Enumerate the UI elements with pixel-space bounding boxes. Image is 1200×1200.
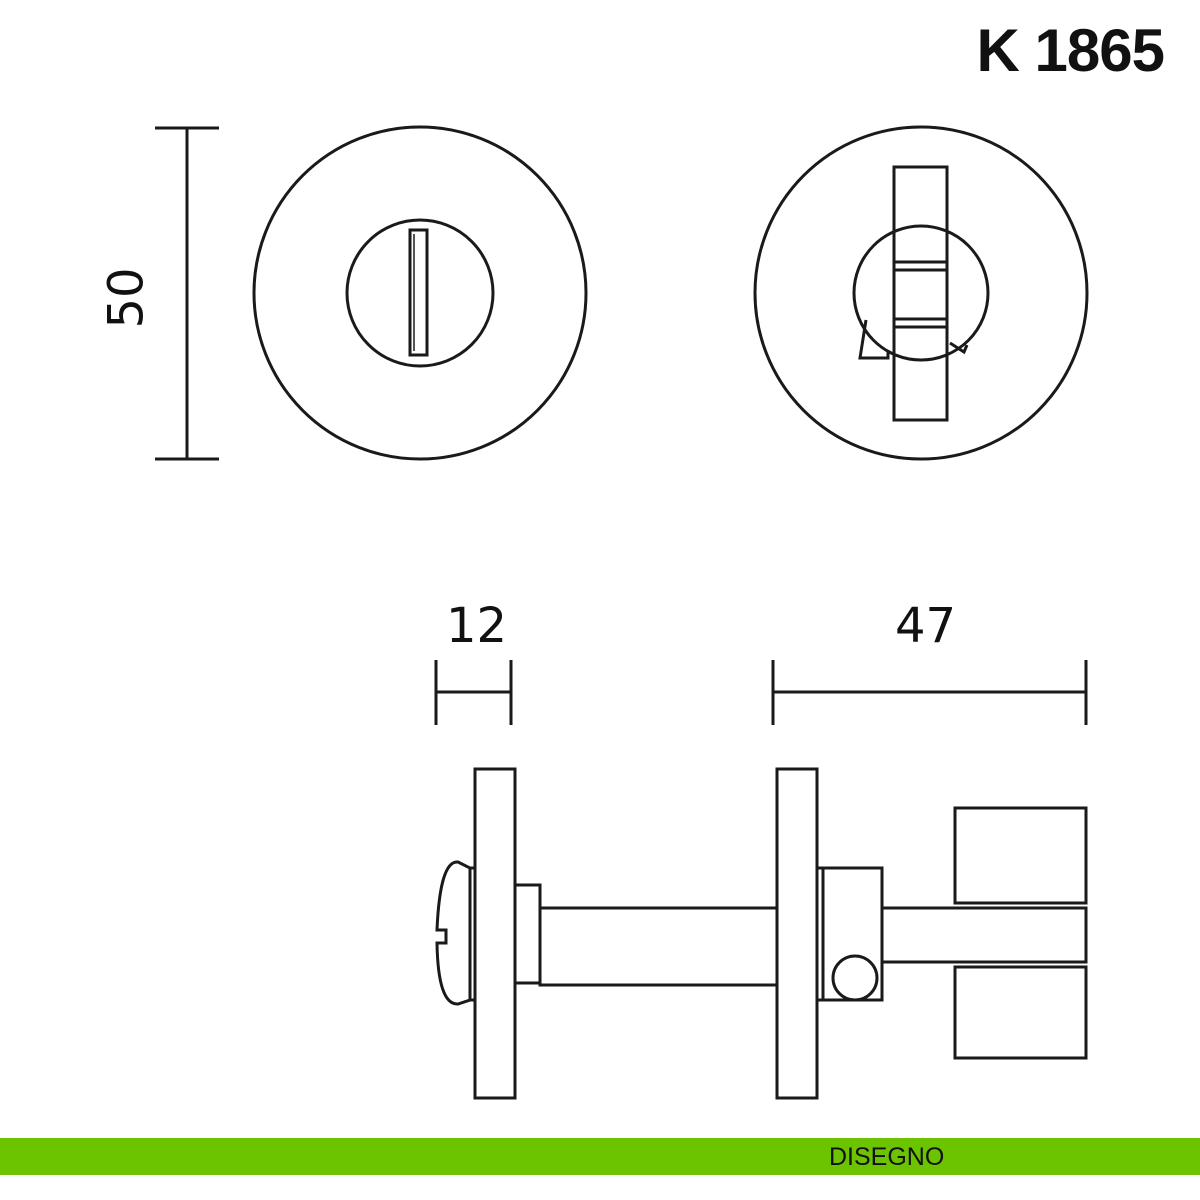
height-dimension-label: 50 — [98, 267, 155, 329]
dimension-12 — [434, 660, 513, 725]
dimension-47 — [771, 660, 1088, 725]
front-view-right-rosette — [753, 125, 1089, 461]
front-view-left-rosette — [252, 125, 588, 461]
depth-left-dimension-label: 12 — [446, 598, 508, 654]
footer-label: DISEGNO — [829, 1143, 945, 1171]
product-code: K 1865 — [976, 17, 1165, 84]
side-view — [435, 767, 1088, 1100]
dimension-50 — [155, 126, 219, 461]
footer-bar: DISEGNO — [0, 1138, 1200, 1175]
depth-right-dimension-label: 47 — [895, 598, 957, 654]
